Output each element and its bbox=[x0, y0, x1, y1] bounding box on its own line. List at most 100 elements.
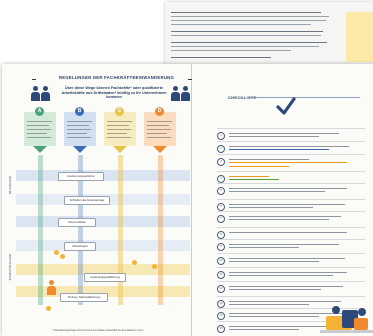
checklist-item: 9 bbox=[217, 242, 362, 254]
checklist-separator bbox=[217, 321, 365, 322]
handshake-illustration bbox=[320, 306, 373, 333]
checklist-number: 5 bbox=[217, 187, 225, 195]
checklist-text-line bbox=[229, 261, 319, 263]
person-icon bbox=[46, 280, 56, 295]
text-line bbox=[171, 12, 321, 14]
checklist-text-line bbox=[229, 216, 341, 217]
checklist-text-line bbox=[229, 289, 321, 291]
vertical-label-germany: IN DEUTSCHLAND bbox=[8, 254, 12, 281]
page-fold bbox=[191, 64, 192, 336]
process-band bbox=[16, 216, 190, 227]
person-icon bbox=[40, 86, 50, 101]
checklist-text-line bbox=[229, 149, 329, 151]
checklist-number: 8 bbox=[217, 231, 225, 239]
background-document-sheet bbox=[165, 2, 373, 68]
coin-icon bbox=[60, 254, 65, 259]
text-line bbox=[171, 42, 327, 44]
text-line bbox=[171, 31, 323, 33]
checklist-text-line bbox=[229, 219, 329, 221]
checklist-text-line bbox=[229, 286, 343, 287]
checklist-number: 7 bbox=[217, 215, 225, 223]
checklist-text-line bbox=[229, 304, 309, 306]
checkmark-icon bbox=[276, 97, 296, 115]
checklist-text-line bbox=[229, 329, 299, 331]
checklist-separator bbox=[217, 239, 365, 240]
column-badge: D bbox=[155, 107, 164, 116]
checklist-text-line bbox=[229, 188, 347, 189]
arrow-down-icon bbox=[73, 146, 87, 153]
checklist-item: 4 bbox=[217, 174, 362, 186]
column-badge: C bbox=[115, 107, 124, 116]
checklist-number: 10 bbox=[217, 257, 225, 265]
pathway-column-d: D bbox=[144, 107, 176, 146]
checklist-item: 11 bbox=[217, 270, 362, 282]
checklist-title: CHECKLISTE bbox=[228, 95, 257, 100]
checklist-number: 11 bbox=[217, 271, 225, 279]
text-line bbox=[171, 50, 291, 52]
process-band bbox=[16, 240, 190, 251]
checklist-text-line bbox=[229, 313, 347, 314]
pathway-column-a: A bbox=[24, 107, 56, 146]
checklist-title-rule bbox=[248, 97, 360, 98]
pathway-track-c bbox=[118, 155, 123, 305]
step-label: Arbeitsbeginn bbox=[64, 242, 96, 251]
checklist-text-line bbox=[229, 326, 339, 327]
text-line bbox=[171, 46, 319, 48]
checklist-text-line bbox=[229, 165, 289, 167]
pathway-column-b: B bbox=[64, 107, 96, 146]
checklist-text-line bbox=[229, 191, 325, 193]
text-line bbox=[171, 16, 329, 18]
header-rule-left bbox=[32, 79, 36, 80]
checklist-item: 8 bbox=[217, 230, 362, 242]
checklist-text-line bbox=[229, 275, 333, 277]
step-label: Visumverfahren bbox=[58, 218, 96, 227]
checklist-text-line bbox=[229, 207, 313, 209]
checklist-item: 3 bbox=[217, 157, 362, 169]
checklist-number: 4 bbox=[217, 175, 225, 183]
coin-icon bbox=[46, 306, 51, 311]
step-label: Anpassungsqualifizierung bbox=[84, 273, 126, 282]
checklist-number: 1 bbox=[217, 132, 225, 140]
checklist-item: 7 bbox=[217, 214, 362, 226]
header-rule-right bbox=[188, 79, 192, 80]
checklist-number: 3 bbox=[217, 158, 225, 166]
process-band bbox=[16, 264, 190, 275]
checklist-separator bbox=[217, 171, 365, 172]
checklist-text-line bbox=[229, 133, 339, 134]
checklist-separator bbox=[217, 199, 365, 200]
poster-document: REGELUNGEN DER FACHKRÄFTEEINWANDERUNG Üb… bbox=[2, 64, 373, 336]
checklist-separator bbox=[217, 281, 365, 282]
checklist-item: 12 bbox=[217, 284, 362, 296]
coin-icon bbox=[152, 264, 157, 269]
pathway-column-c: C bbox=[104, 107, 136, 146]
checklist-item: 10 bbox=[217, 256, 362, 268]
step-label: Prüfung / Nachqualifizierung bbox=[60, 293, 108, 302]
checklist-text-line bbox=[229, 136, 319, 138]
checklist-number: 15 bbox=[217, 325, 225, 333]
yellow-panel bbox=[346, 12, 373, 62]
poster-header: REGELUNGEN DER FACHKRÄFTEEINWANDERUNG bbox=[58, 75, 175, 80]
column-badge: B bbox=[75, 107, 84, 116]
checklist-number: 6 bbox=[217, 203, 225, 211]
checklist-text-line bbox=[229, 162, 347, 164]
checklist-number: 13 bbox=[217, 300, 225, 308]
column-badge: A bbox=[35, 107, 44, 116]
checklist-separator bbox=[217, 183, 365, 184]
checklist-number: 2 bbox=[217, 145, 225, 153]
checklist-text-line bbox=[229, 204, 345, 205]
checklist-text-line bbox=[229, 316, 319, 318]
checklist-separator bbox=[217, 211, 365, 212]
step-label: Schließen des Arbeitsvertrags bbox=[64, 196, 110, 205]
checklist-number: 9 bbox=[217, 243, 225, 251]
checklist-separator bbox=[217, 267, 365, 268]
checklist-text-line bbox=[229, 146, 349, 147]
checklist-item: 1 bbox=[217, 131, 362, 143]
checklist-text-line bbox=[229, 232, 347, 233]
pathway-track-b bbox=[78, 155, 83, 305]
checklist-item: 5 bbox=[217, 186, 362, 198]
checklist-text-line bbox=[229, 159, 309, 160]
vertical-label-abroad: IM AUSLAND bbox=[8, 176, 12, 195]
checklist-text-line bbox=[229, 247, 299, 249]
checklist-item: 14 bbox=[217, 311, 362, 323]
footer-note: * Drittstaatsangehörige sind Personen au… bbox=[52, 329, 144, 332]
